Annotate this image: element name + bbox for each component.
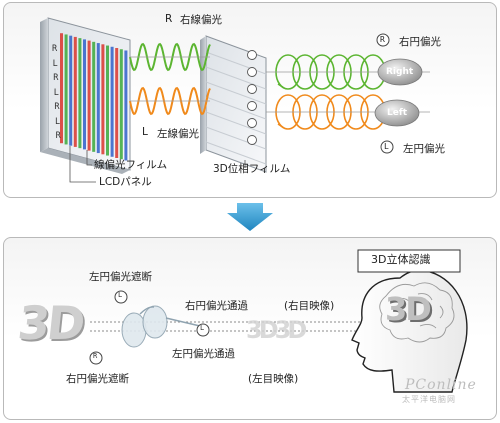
left-eye-label: (左目映像) — [248, 373, 299, 385]
lcd-panel-graphic — [40, 17, 131, 174]
film-stripe — [205, 141, 267, 165]
lcd-subpixel — [119, 49, 123, 160]
left-linear-label: 左線偏光 — [157, 128, 199, 140]
helix-tail — [277, 123, 285, 129]
lcd-row-label: L — [52, 58, 58, 69]
watermark-sub: 太平洋电脑网 — [402, 395, 456, 404]
polarizer-film-label: 線偏光フィルム — [94, 159, 168, 171]
film-stripe — [205, 111, 267, 135]
recognition-box-label: 3D立体認識 — [371, 253, 431, 266]
film-marker-icon — [247, 135, 257, 145]
lcd-panel-label: LCDパネル — [99, 176, 152, 188]
lcd-subpixel — [92, 41, 96, 152]
phase-film-label: 3D位相フィルム — [213, 163, 291, 175]
ghost-3d: 3D3D — [246, 316, 307, 344]
right-eye-label: (右目映像) — [284, 300, 335, 312]
left-linear-wave — [129, 86, 211, 116]
lcd-subpixel — [124, 50, 128, 161]
lcd-subpixel — [73, 36, 77, 147]
lcd-subpixel — [101, 44, 105, 155]
left-circular-key: L — [384, 142, 389, 151]
head-3d: 3D — [385, 290, 432, 328]
left-block-key: L — [118, 291, 123, 299]
lcd-row-label: R — [55, 131, 61, 141]
lcd-row-label: L — [53, 87, 59, 98]
film-marker-icon — [247, 84, 257, 94]
right-badge: Right — [386, 67, 414, 77]
left-pass-label: 左円偏光通過 — [172, 348, 235, 360]
lcd-subpixel — [83, 39, 86, 150]
l-key-label: L — [142, 126, 148, 138]
helix-tail — [277, 83, 285, 89]
lcd-subpixel — [106, 45, 109, 156]
left-badge: Left — [387, 108, 408, 118]
film-marker-icon — [247, 118, 257, 128]
left-block-label: 左円偏光遮断 — [89, 271, 152, 283]
right-circular-label: 右円偏光 — [399, 36, 441, 48]
r-key-label: R — [165, 13, 173, 25]
left-circular-label: 左円偏光 — [403, 143, 445, 155]
right-linear-wave — [129, 42, 211, 72]
right-block-key: R — [93, 352, 98, 360]
lcd-row-label: R — [54, 102, 60, 112]
lcd-subpixel — [96, 43, 100, 154]
film-marker-icon — [247, 101, 257, 111]
right-linear-label: 右線偏光 — [180, 14, 222, 26]
film-stripe — [205, 81, 267, 105]
film-stripe — [205, 126, 267, 150]
left-ball — [374, 99, 420, 127]
right-pass-label: 右円偏光通過 — [185, 300, 248, 312]
film-marker-icon — [247, 67, 257, 77]
lcd-subpixel — [115, 48, 119, 159]
lcd-subpixel — [64, 34, 68, 145]
glyph-3d-left: 3D — [15, 296, 86, 350]
lcd-subpixel — [110, 46, 114, 157]
film-stripe — [205, 66, 267, 90]
lcd-row-label: L — [55, 116, 61, 127]
right-block-label: 右円偏光遮断 — [66, 373, 129, 385]
lcd-row-label: R — [52, 44, 58, 54]
down-arrow — [227, 203, 273, 231]
lcd-subpixel — [78, 38, 82, 149]
watermark-brand: PConline — [405, 377, 477, 393]
film-marker-icon — [247, 50, 257, 60]
lcd-subpixel — [69, 35, 73, 146]
right-ball — [377, 58, 423, 86]
lcd-row-label: R — [53, 73, 59, 83]
right-circular-key: R — [380, 35, 385, 44]
lcd-subpixel — [60, 33, 63, 144]
lcd-subpixel — [87, 40, 91, 151]
film-stripe — [205, 96, 267, 120]
pass-key: L — [200, 324, 205, 332]
